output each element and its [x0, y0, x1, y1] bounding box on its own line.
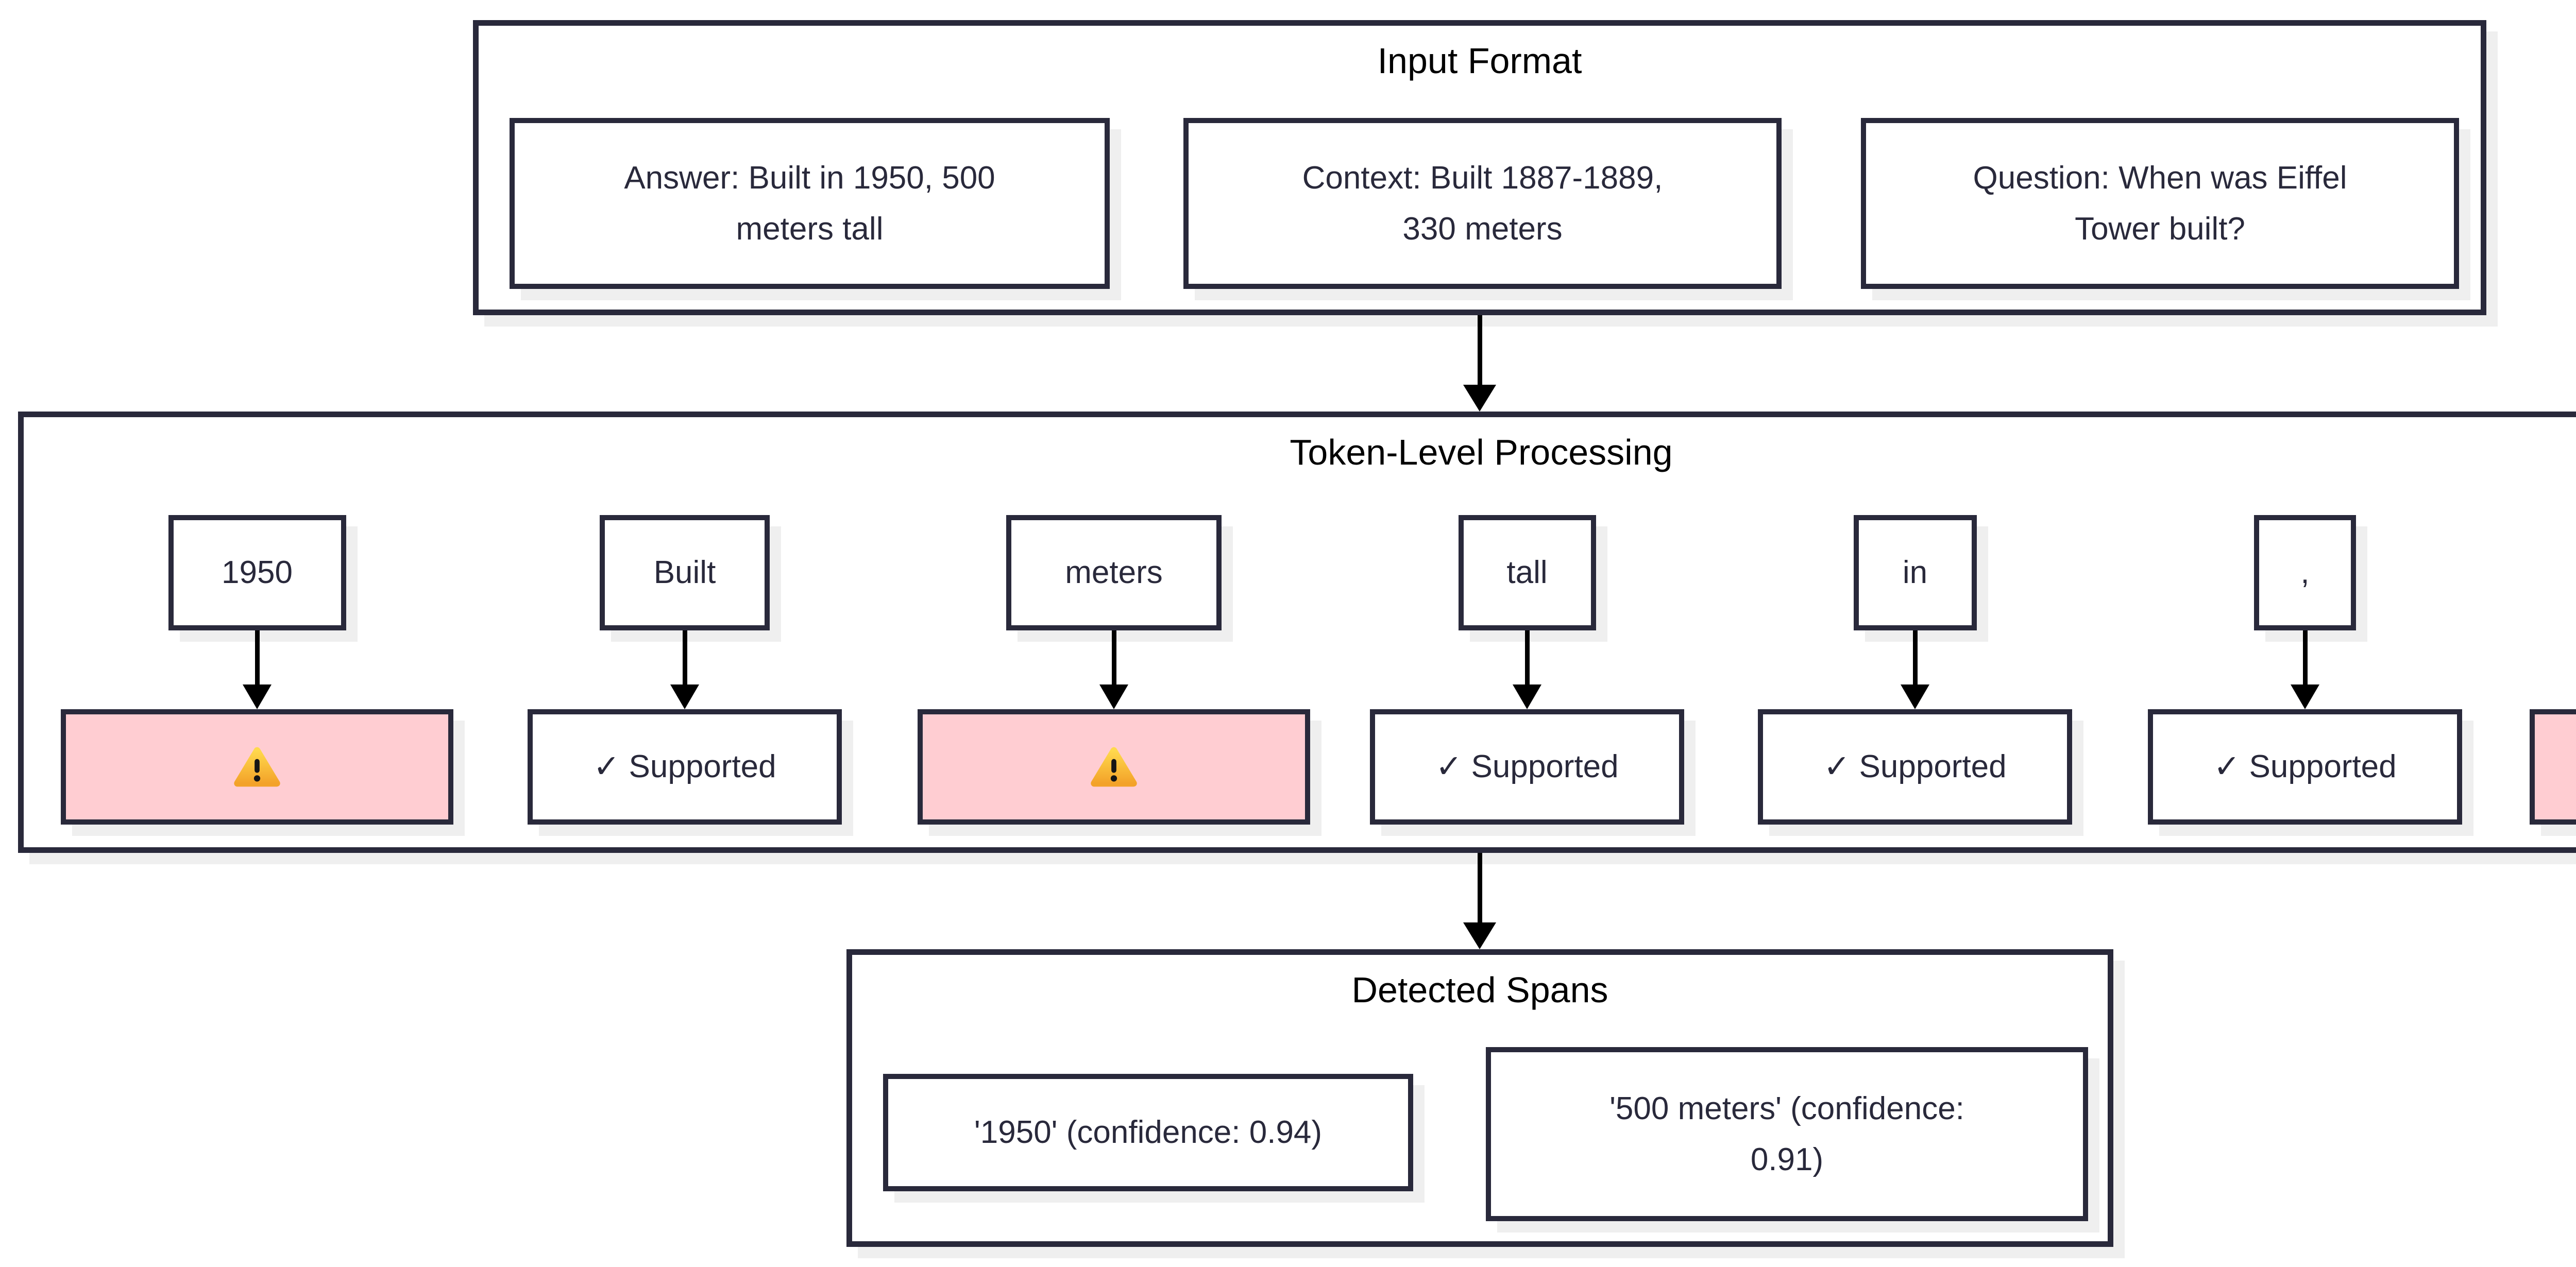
token-label: Built [653, 555, 716, 591]
status-box-supported: ✓ Supported [2148, 709, 2462, 825]
detected-spans-group: Detected Spans '1950' (confidence: 0.94)… [846, 949, 2113, 1247]
detected-span-box: '500 meters' (confidence: 0.91) [1486, 1047, 2088, 1221]
token-box: , [2254, 515, 2356, 630]
status-box-hallucinated [61, 709, 453, 825]
arrow-shaft [1477, 315, 1482, 385]
status-box-hallucinated [918, 709, 1310, 825]
arrow-shaft [1477, 853, 1482, 922]
token-column: 1950 [61, 515, 453, 825]
token-column: 500 [2530, 515, 2576, 825]
token-label: in [1902, 555, 1928, 591]
supported-label: ✓ Supported [1435, 749, 1619, 785]
input-format-group: Input Format Answer: Built in 1950, 500 … [473, 20, 2486, 315]
arrow-down-icon [1463, 853, 1496, 949]
detected-spans-title: Detected Spans [1351, 970, 1608, 1010]
context-box: Context: Built 1887-1889, 330 meters [1183, 118, 1782, 289]
supported-label: ✓ Supported [2213, 749, 2397, 785]
detected-span-text: '500 meters' (confidence: 0.91) [1609, 1090, 1964, 1177]
supported-label: ✓ Supported [1823, 749, 2007, 785]
answer-text: Answer: Built in 1950, 500 meters tall [624, 160, 995, 247]
token-box: 1950 [168, 515, 346, 630]
arrow-down-icon [1463, 315, 1496, 412]
warning-icon [234, 747, 280, 787]
question-box: Question: When was Eiffel Tower built? [1861, 118, 2459, 289]
token-column: in ✓ Supported [1758, 515, 2072, 825]
token-box: tall [1458, 515, 1596, 630]
input-format-title: Input Format [1377, 41, 1582, 81]
arrow-head [1463, 385, 1496, 412]
arrow-down-icon [1511, 630, 1544, 709]
question-text: Question: When was Eiffel Tower built? [1973, 160, 2347, 247]
status-box-supported: ✓ Supported [528, 709, 842, 825]
status-box-supported: ✓ Supported [1370, 709, 1684, 825]
warning-icon [1091, 747, 1137, 787]
context-text: Context: Built 1887-1889, 330 meters [1302, 160, 1663, 247]
arrow-down-icon [1097, 630, 1130, 709]
token-column: meters [918, 515, 1310, 825]
arrow-head [1463, 922, 1496, 949]
detected-span-box: '1950' (confidence: 0.94) [883, 1074, 1413, 1191]
arrow-down-icon [668, 630, 701, 709]
token-processing-group: Token-Level Processing 1950 Built [18, 412, 2576, 853]
arrow-down-icon [1899, 630, 1931, 709]
status-box-hallucinated [2530, 709, 2576, 825]
token-column: tall ✓ Supported [1370, 515, 1684, 825]
token-column: Built ✓ Supported [528, 515, 842, 825]
arrow-down-icon [241, 630, 274, 709]
supported-label: ✓ Supported [593, 749, 776, 785]
token-processing-title: Token-Level Processing [1290, 432, 1673, 472]
answer-box: Answer: Built in 1950, 500 meters tall [510, 118, 1110, 289]
arrow-down-icon [2289, 630, 2321, 709]
detected-span-text: '1950' (confidence: 0.94) [974, 1115, 1323, 1151]
token-label: , [2300, 555, 2310, 591]
token-box: Built [600, 515, 770, 630]
token-column: , ✓ Supported [2148, 515, 2462, 825]
status-box-supported: ✓ Supported [1758, 709, 2072, 825]
token-box: in [1853, 515, 1977, 630]
token-label: meters [1065, 555, 1163, 591]
token-label: tall [1506, 555, 1548, 591]
token-box: meters [1006, 515, 1222, 630]
token-label: 1950 [222, 555, 293, 591]
